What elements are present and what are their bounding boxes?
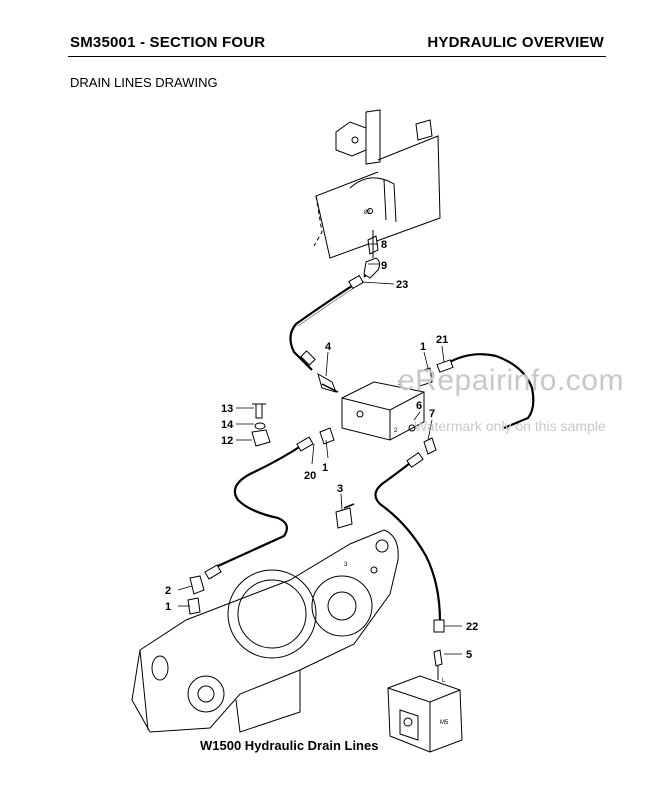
motor-m5 bbox=[387, 649, 463, 753]
callout-20: 20 bbox=[304, 470, 316, 482]
callout-6: 6 bbox=[416, 400, 422, 412]
frame-bracket bbox=[313, 109, 441, 259]
callout-1-middle: 1 bbox=[322, 462, 328, 474]
section-header: SM35001 - SECTION FOUR bbox=[70, 34, 266, 51]
callout-5: 5 bbox=[466, 649, 472, 661]
callout-14: 14 bbox=[221, 419, 234, 431]
stamp-3-housing: 3 bbox=[344, 562, 348, 568]
watermark-sub: Watermark only on this sample bbox=[414, 418, 606, 434]
clamp-12 bbox=[251, 429, 271, 447]
fitting-20 bbox=[319, 427, 335, 445]
transmission-housing bbox=[131, 529, 399, 733]
stamp-m5: M5 bbox=[440, 720, 449, 726]
fitting-9 bbox=[363, 257, 381, 279]
figure-caption: W1500 Hydraulic Drain Lines bbox=[200, 738, 379, 753]
stamp-l: L bbox=[442, 678, 446, 684]
callout-12: 12 bbox=[221, 435, 233, 447]
callout-9: 9 bbox=[381, 260, 387, 272]
clamp-14 bbox=[254, 422, 266, 430]
fitting-7 bbox=[423, 437, 437, 455]
stamp-3-block: 3 bbox=[398, 381, 402, 387]
leader-lines bbox=[177, 243, 462, 655]
stamp-2-block: 2 bbox=[394, 428, 398, 434]
drawing-title: DRAIN LINES DRAWING bbox=[70, 75, 218, 90]
hose-21 bbox=[436, 353, 535, 430]
watermark-main: eRepairinfo.com bbox=[398, 364, 624, 397]
callout-21: 21 bbox=[436, 334, 448, 346]
hose-23 bbox=[289, 267, 373, 371]
callout-7: 7 bbox=[429, 408, 435, 420]
callout-2: 2 bbox=[165, 585, 171, 597]
callout-3: 3 bbox=[337, 483, 343, 495]
callout-22: 22 bbox=[466, 621, 478, 633]
callout-1-left: 1 bbox=[165, 601, 171, 613]
fitting-2 bbox=[189, 575, 205, 595]
fitting-1-left bbox=[187, 597, 201, 615]
callout-13: 13 bbox=[221, 403, 233, 415]
stamp-81: 81 bbox=[364, 210, 371, 216]
valve-block bbox=[317, 367, 433, 441]
callout-1-top: 1 bbox=[420, 341, 426, 353]
callout-4: 4 bbox=[325, 341, 332, 353]
hose-20 bbox=[204, 436, 314, 580]
callout-8: 8 bbox=[381, 239, 387, 251]
section-title: HYDRAULIC OVERVIEW bbox=[427, 34, 604, 51]
header-rule bbox=[68, 56, 606, 57]
fitting-3 bbox=[335, 503, 355, 529]
clamp-13 bbox=[252, 403, 266, 419]
callout-23: 23 bbox=[396, 279, 408, 291]
